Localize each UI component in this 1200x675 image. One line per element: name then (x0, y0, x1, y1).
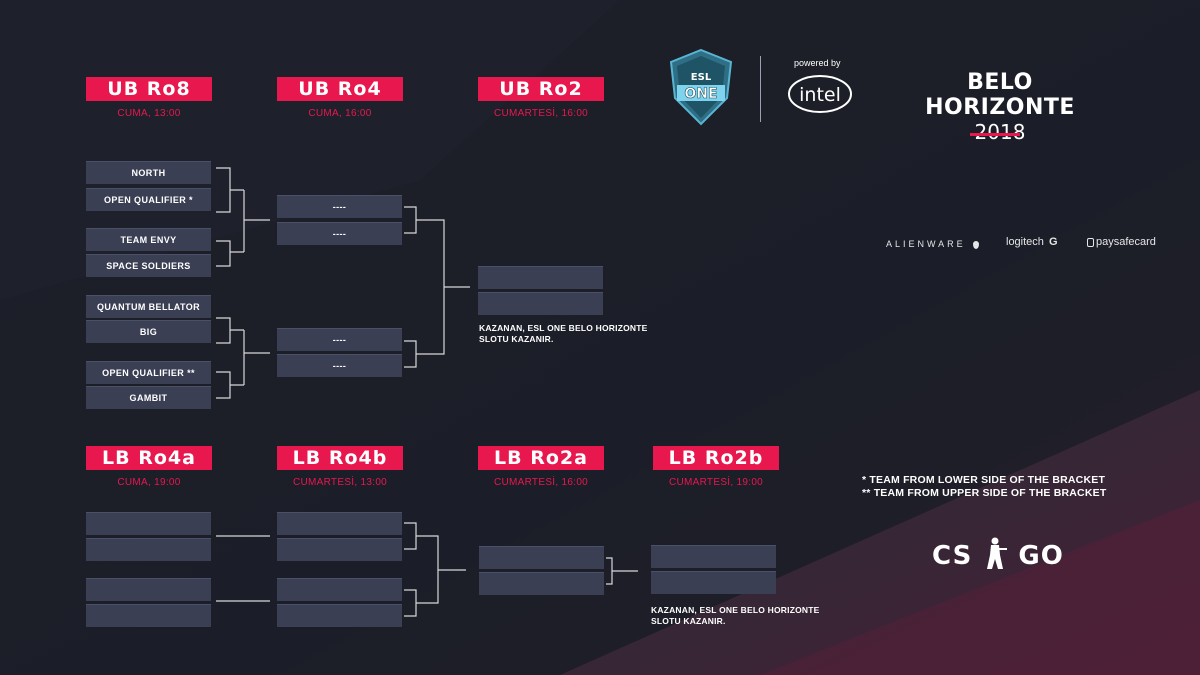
team-slot: ---- (277, 328, 402, 351)
legend-line-upper: ** TEAM FROM UPPER SIDE OF THE BRACKET (862, 487, 1107, 499)
round-label-lb-ro2a: LB Ro2a (478, 446, 604, 470)
sponsor-alienware-text: ALIENWARE (886, 239, 966, 249)
team-slot (277, 512, 402, 535)
csgo-left-text: CS (932, 541, 973, 571)
team-slot (479, 546, 604, 569)
sponsor-paysafecard: paysafecard (1087, 236, 1156, 248)
round-time-lb-ro4b: CUMARTESİ, 13:00 (292, 477, 388, 488)
event-year: 2018 (974, 120, 1026, 144)
logitech-g-icon: G (1048, 236, 1058, 248)
team-slot: SPACE SOLDIERS (86, 254, 211, 277)
team-slot: ---- (277, 195, 402, 218)
round-label-lb-ro4a: LB Ro4a (86, 446, 212, 470)
team-slot (479, 572, 604, 595)
team-slot (86, 538, 211, 561)
esl-top-text: ESL (691, 72, 712, 83)
round-time-lb-ro2b: CUMARTESİ, 19:00 (668, 477, 764, 488)
soldier-icon (987, 537, 1008, 569)
paysafe-lock-icon (1087, 237, 1094, 247)
intel-text: intel (799, 84, 841, 106)
powered-by-text: powered by (794, 58, 841, 68)
esl-bottom-text: ONE (684, 86, 717, 102)
team-slot: QUANTUM BELLATOR (86, 295, 211, 318)
round-time-lb-ro2a: CUMARTESİ, 16:00 (493, 477, 589, 488)
sponsor-alienware: ALIENWARE (886, 239, 980, 249)
team-slot (86, 578, 211, 601)
event-title: BELO HORIZONTE (925, 70, 1075, 120)
team-slot: OPEN QUALIFIER * (86, 188, 211, 211)
round-label-lb-ro2b: LB Ro2b (653, 446, 779, 470)
team-slot (478, 292, 603, 315)
team-slot (277, 578, 402, 601)
intel-logo: intel (788, 75, 852, 113)
event-title-block: BELO HORIZONTE 2018 (900, 70, 1100, 144)
team-slot: ---- (277, 354, 402, 377)
bracket-legend: * TEAM FROM LOWER SIDE OF THE BRACKET **… (862, 474, 1106, 500)
alien-head-icon (973, 240, 980, 249)
round-time-ub-ro8: CUMA, 13:00 (117, 108, 181, 119)
team-slot: ---- (277, 222, 402, 245)
team-slot (478, 266, 603, 289)
lb-winner-note: KAZANAN, ESL ONE BELO HORIZONTE SLOTU KA… (651, 605, 820, 627)
team-slot (86, 512, 211, 535)
team-slot: NORTH (86, 161, 211, 184)
team-slot (86, 604, 211, 627)
team-slot (651, 571, 776, 594)
team-slot: BIG (86, 320, 211, 343)
lb-winner-note-line2: SLOTU KAZANIR. (651, 616, 726, 626)
round-label-ub-ro8: UB Ro8 (86, 77, 212, 101)
round-label-ub-ro4: UB Ro4 (277, 77, 403, 101)
ub-winner-note-line1: KAZANAN, ESL ONE BELO HORIZONTE (479, 323, 648, 333)
team-slot: TEAM ENVY (86, 228, 211, 251)
ub-winner-note-line2: SLOTU KAZANIR. (479, 334, 554, 344)
team-slot (277, 538, 402, 561)
title-accent-bar (970, 133, 1020, 136)
sponsor-paysafecard-text: paysafecard (1096, 236, 1156, 248)
round-label-ub-ro2: UB Ro2 (478, 77, 604, 101)
csgo-right-text: GO (1018, 541, 1064, 571)
sponsor-logitech: logitech G (1006, 236, 1058, 248)
esl-one-logo: ESL ONE (669, 48, 733, 126)
sponsor-logitech-text: logitech (1006, 236, 1044, 248)
team-slot (277, 604, 402, 627)
header-divider (760, 56, 761, 122)
team-slot (651, 545, 776, 568)
round-label-lb-ro4b: LB Ro4b (277, 446, 403, 470)
round-time-ub-ro2: CUMARTESİ, 16:00 (493, 108, 589, 119)
lb-winner-note-line1: KAZANAN, ESL ONE BELO HORIZONTE (651, 605, 820, 615)
team-slot: OPEN QUALIFIER ** (86, 361, 211, 384)
round-time-ub-ro4: CUMA, 16:00 (308, 108, 372, 119)
team-slot: GAMBIT (86, 386, 211, 409)
ub-winner-note: KAZANAN, ESL ONE BELO HORIZONTE SLOTU KA… (479, 323, 648, 345)
csgo-logo: CS GO (932, 536, 1064, 571)
round-time-lb-ro4a: CUMA, 19:00 (117, 477, 181, 488)
legend-line-lower: * TEAM FROM LOWER SIDE OF THE BRACKET (862, 474, 1106, 486)
